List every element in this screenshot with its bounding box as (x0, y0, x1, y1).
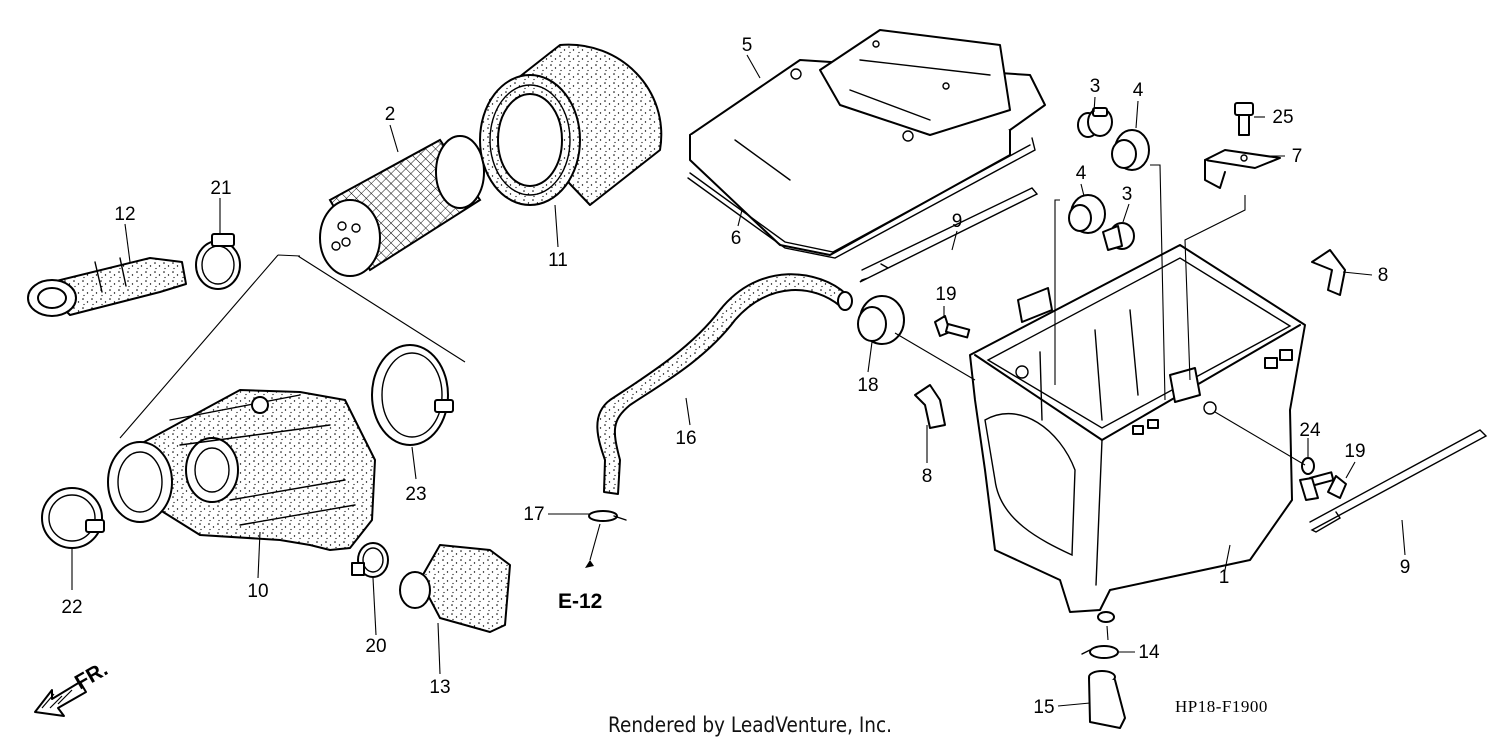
front-direction-arrow-icon: FR. (34, 657, 112, 717)
part-17-tube-clip (588, 510, 627, 522)
part-25-bolt (1234, 102, 1254, 136)
callout-19-right: 19 (1344, 441, 1365, 462)
credit-watermark: Rendered by LeadVenture, Inc. (607, 713, 893, 737)
part-23-band (371, 344, 454, 446)
callout-4-lower: 4 (1076, 163, 1087, 184)
part-8-holder-lower (914, 384, 946, 429)
part-13-intake-funnel (399, 544, 511, 633)
callout-15: 15 (1033, 697, 1054, 718)
callout-22: 22 (61, 597, 82, 618)
callout-9-upper: 9 (952, 211, 963, 232)
part-9-strap-lower (1309, 429, 1488, 533)
part-3-collar-lower (1102, 222, 1135, 251)
callout-7: 7 (1292, 146, 1303, 167)
part-20-clamp (351, 542, 389, 578)
callout-6: 6 (731, 228, 742, 249)
part-3-collar-upper (1077, 107, 1113, 138)
part-18-grommet (857, 295, 905, 345)
callout-18: 18 (857, 375, 878, 396)
part-19-bolt-left (934, 315, 971, 339)
callout-14: 14 (1138, 642, 1160, 663)
part-15-drain-plug (1088, 670, 1126, 729)
part-4-grommet-lower (1068, 194, 1106, 234)
callout-25: 25 (1272, 107, 1293, 128)
part-24-clip (1299, 457, 1319, 501)
part-14-clip (1081, 645, 1119, 659)
part-6-cover-seal (687, 137, 1036, 259)
callout-10: 10 (247, 581, 268, 602)
part-21-band-clamp (195, 233, 241, 290)
part-4-grommet-upper (1111, 129, 1150, 171)
callout-23: 23 (405, 484, 426, 505)
diagram-code-label: HP18-F1900 (1175, 697, 1268, 716)
part-7-bracket (1204, 149, 1281, 189)
cross-reference-label[interactable]: E-12 (558, 590, 602, 613)
part-5-case-cover (689, 29, 1046, 256)
callout-21: 21 (210, 178, 231, 199)
callout-leader-lines (71, 54, 1406, 707)
callout-19-left: 19 (935, 284, 956, 305)
callout-5: 5 (742, 35, 753, 56)
part-2-element-screen (319, 135, 485, 277)
callout-3-lower: 3 (1122, 184, 1133, 205)
callout-20: 20 (365, 636, 386, 657)
part-10-connecting-tube (107, 389, 376, 551)
callout-3-upper: 3 (1090, 76, 1101, 97)
part-9-strap-upper (859, 187, 1039, 283)
part-12-inlet-tube (27, 257, 187, 317)
callout-12: 12 (114, 204, 135, 225)
callout-24: 24 (1299, 420, 1321, 441)
callout-1: 1 (1219, 567, 1230, 588)
part-8-holder-upper (1311, 249, 1346, 296)
callout-16: 16 (675, 428, 696, 449)
assembly-guide-lines (119, 164, 1306, 641)
callout-4-upper: 4 (1133, 80, 1144, 101)
callout-11: 11 (548, 250, 568, 271)
callout-17: 17 (523, 504, 544, 525)
callout-2: 2 (385, 104, 396, 125)
callout-13: 13 (429, 677, 450, 698)
callout-numbers: 1 2 3 3 4 4 5 6 7 8 8 9 9 10 11 12 13 14… (61, 35, 1410, 718)
callout-8-upper: 8 (1378, 265, 1389, 286)
part-16-drain-tube (596, 273, 853, 495)
part-22-band (41, 487, 105, 549)
part-11-foam-element (479, 43, 663, 206)
callout-8-lower: 8 (922, 466, 933, 487)
part-1-air-cleaner-case (969, 244, 1306, 623)
callout-9-lower: 9 (1400, 557, 1411, 578)
